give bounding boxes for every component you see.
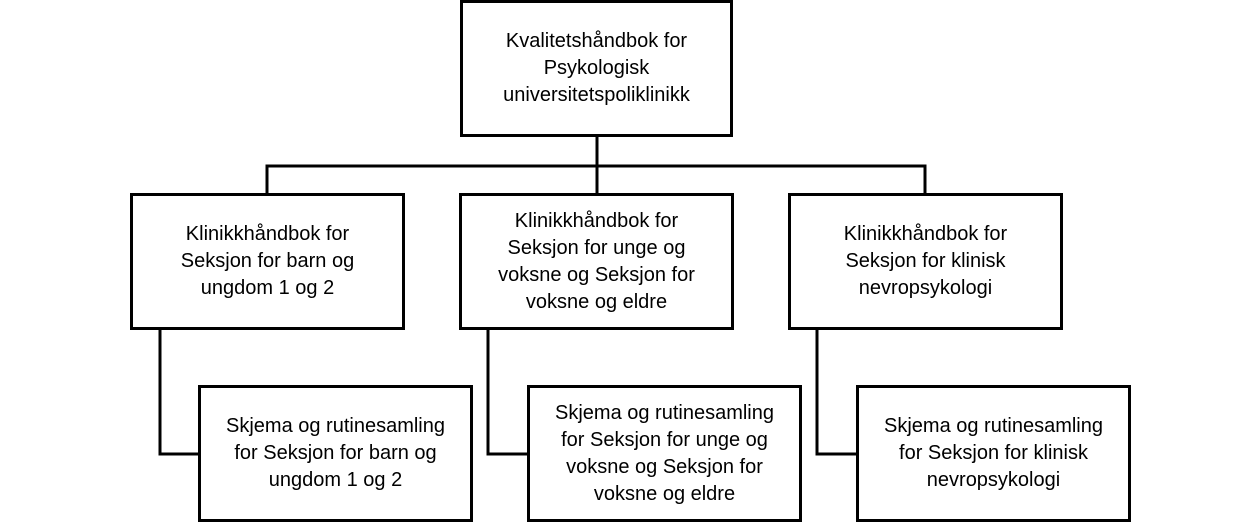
clinic-handbook-box-neuropsychology: Klinikkhåndbok for Seksjon for klinisk n…	[788, 193, 1063, 330]
forms-collection-box-neuropsychology: Skjema og rutinesamling for Seksjon for …	[856, 385, 1131, 522]
forms-collection-label: Skjema og rutinesamling for Seksjon for …	[555, 401, 774, 505]
root-box: Kvalitetshåndbok for Psykologisk univers…	[460, 0, 733, 137]
clinic-handbook-label: Klinikkhåndbok for Seksjon for klinisk n…	[843, 223, 1008, 299]
connector-l1b-to-l2b	[486, 328, 529, 456]
clinic-handbook-box-children: Klinikkhåndbok for Seksjon for barn og u…	[130, 193, 405, 330]
forms-collection-label: Skjema og rutinesamling for Seksjon for …	[884, 415, 1103, 491]
connector-l1c-to-l2c	[815, 328, 858, 456]
forms-collection-box-children: Skjema og rutinesamling for Seksjon for …	[198, 385, 473, 522]
forms-collection-label: Skjema og rutinesamling for Seksjon for …	[226, 415, 445, 491]
connector-l1a-to-l2a	[158, 328, 200, 456]
forms-collection-box-adults: Skjema og rutinesamling for Seksjon for …	[527, 385, 802, 522]
clinic-handbook-label: Klinikkhåndbok for Seksjon for unge og v…	[498, 209, 695, 313]
clinic-handbook-label: Klinikkhåndbok for Seksjon for barn og u…	[180, 223, 355, 299]
clinic-handbook-box-adults: Klinikkhåndbok for Seksjon for unge og v…	[459, 193, 734, 330]
root-box-label: Kvalitetshåndbok for Psykologisk univers…	[503, 30, 690, 106]
